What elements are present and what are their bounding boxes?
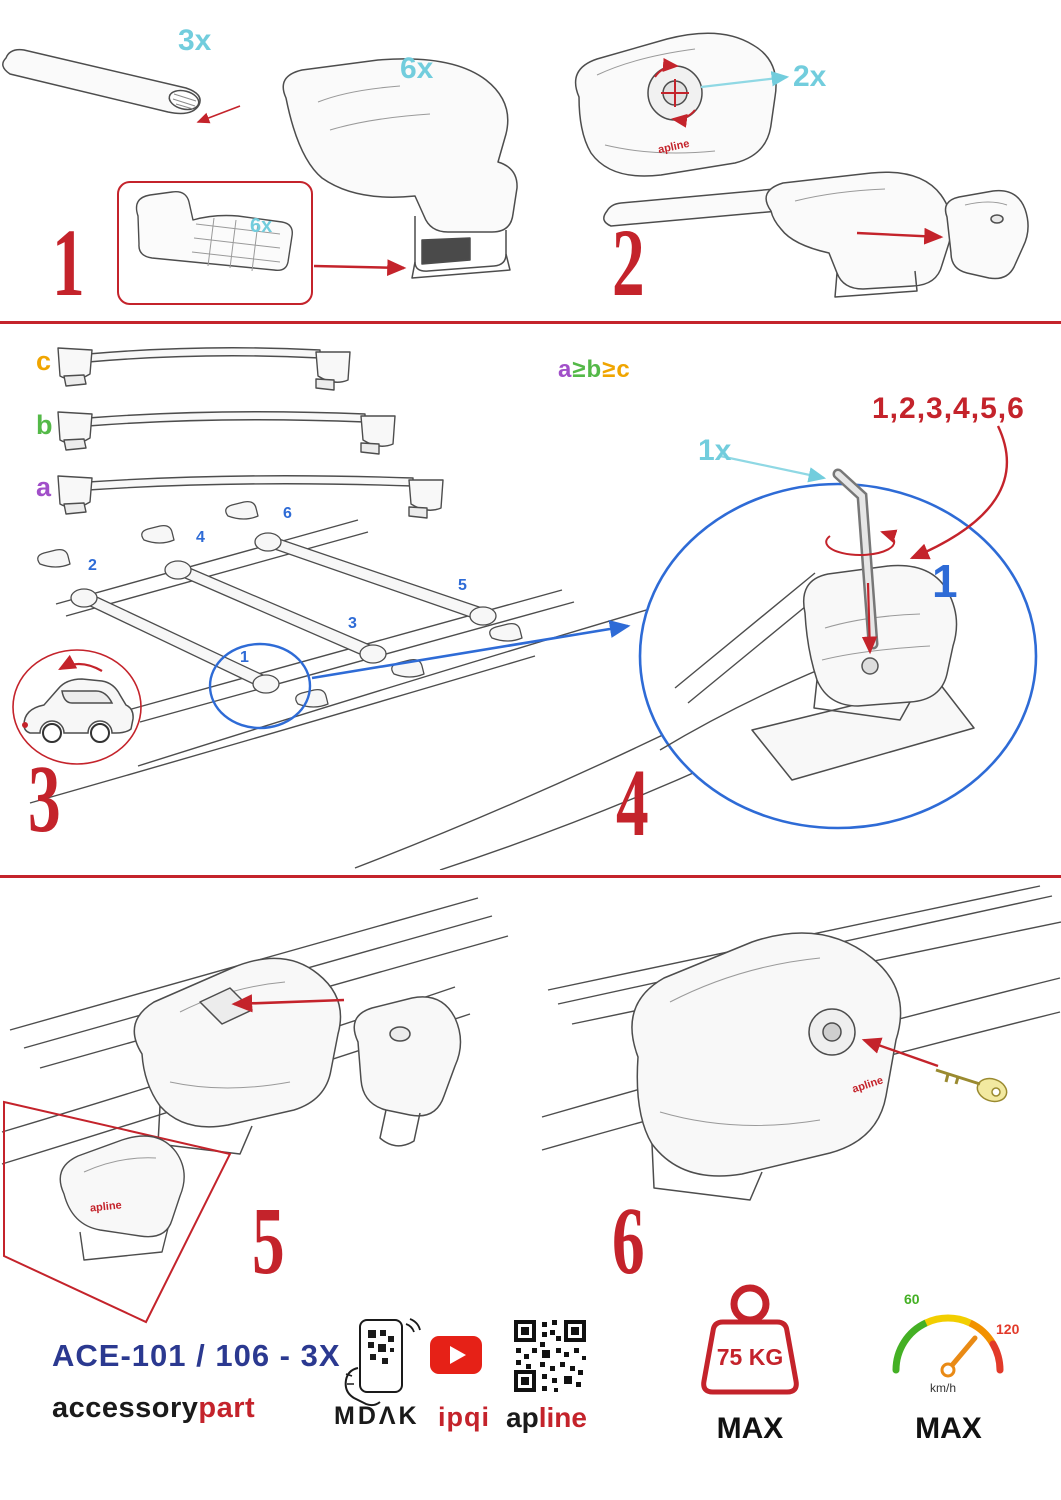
rule-a: a (558, 356, 573, 383)
car-direction-icon (12, 649, 142, 765)
position-4-label: 4 (196, 529, 205, 546)
step1-crossbar-foot-illustration (2, 48, 518, 305)
step-4-number: 4 (616, 749, 649, 856)
position-3-label: 3 (348, 615, 357, 632)
step1-foot-qty-label: 6x (400, 52, 434, 85)
step-2-number: 2 (612, 209, 645, 316)
step-1-number: 1 (52, 209, 85, 316)
mdak-logo: MDΛK (334, 1402, 420, 1430)
rule-b: b (586, 356, 603, 383)
step4-torque-sequence-illustration (638, 425, 1038, 830)
knob-turn-indicator (654, 57, 696, 128)
step6-lock-key-illustration (541, 885, 1061, 1201)
youtube-icon (430, 1336, 482, 1374)
gauge-high-label: 120 (996, 1321, 1020, 1337)
crossbar-sizes-illustration (57, 347, 444, 519)
size-label-c: c (36, 346, 52, 376)
max-weight-icon (701, 1284, 799, 1395)
model-number: ACE-101 / 106 - 3X (52, 1338, 341, 1373)
pad-detail-callout-box (117, 181, 313, 305)
apline-logo-red: line (538, 1402, 587, 1433)
step-5-number: 5 (252, 1187, 285, 1294)
max-weight-value: 75 KG (716, 1344, 784, 1370)
step2-foot-assembly-illustration (574, 32, 1029, 298)
ipqi-logo: ipqi (438, 1402, 490, 1432)
accessorypart-logo: accessorypart (52, 1394, 255, 1423)
step-6-number: 6 (612, 1187, 645, 1294)
key-icon (935, 1068, 1008, 1103)
position-6-label: 6 (283, 505, 292, 522)
size-rule: a≥b≥c (558, 358, 631, 382)
rule-ge1: ≥ (572, 356, 587, 383)
size-label-b: b (36, 410, 53, 440)
step2-qty-label: 2x (793, 60, 827, 93)
max-weight-label: MAX (716, 1412, 784, 1445)
step5-clamp-insertion-illustration (1, 897, 509, 1324)
step4-qty-label: 1x (698, 434, 732, 467)
rule-ge2: ≥ (602, 356, 617, 383)
gauge-low-label: 60 (904, 1291, 920, 1307)
lock-cylinder-icon (822, 1022, 842, 1042)
step1-bar-qty-label: 3x (178, 24, 212, 57)
step-3-number: 3 (28, 745, 61, 852)
apline-logo: apline (506, 1404, 587, 1432)
youtube-play-triangle (450, 1346, 466, 1364)
step1-pad-qty-label: 6x (250, 215, 273, 237)
position-1-label: 1 (240, 649, 249, 666)
apline-logo-black: ap (506, 1402, 539, 1433)
position-1-highlight-circle (208, 642, 312, 730)
position-2-label: 2 (88, 557, 97, 574)
gauge-unit-label: km/h (930, 1381, 957, 1395)
tighten-sequence-label: 1,2,3,4,5,6 (872, 392, 1025, 425)
max-speed-label: MAX (915, 1412, 982, 1445)
accessorypart-logo-black: accessory (52, 1392, 199, 1424)
accessorypart-logo-red: part (198, 1392, 256, 1424)
phone-scan-icon (344, 1318, 421, 1407)
qr-code-icon (514, 1320, 586, 1392)
rule-c: c (616, 356, 631, 383)
section-divider-top (0, 321, 1061, 324)
max-speed-gauge-icon (892, 1314, 1004, 1378)
bolt-icon (861, 657, 879, 675)
section-divider-bottom (0, 875, 1061, 878)
size-label-a: a (36, 472, 52, 502)
sequence-first-number: 1 (932, 555, 958, 607)
position-5-label: 5 (458, 577, 467, 594)
